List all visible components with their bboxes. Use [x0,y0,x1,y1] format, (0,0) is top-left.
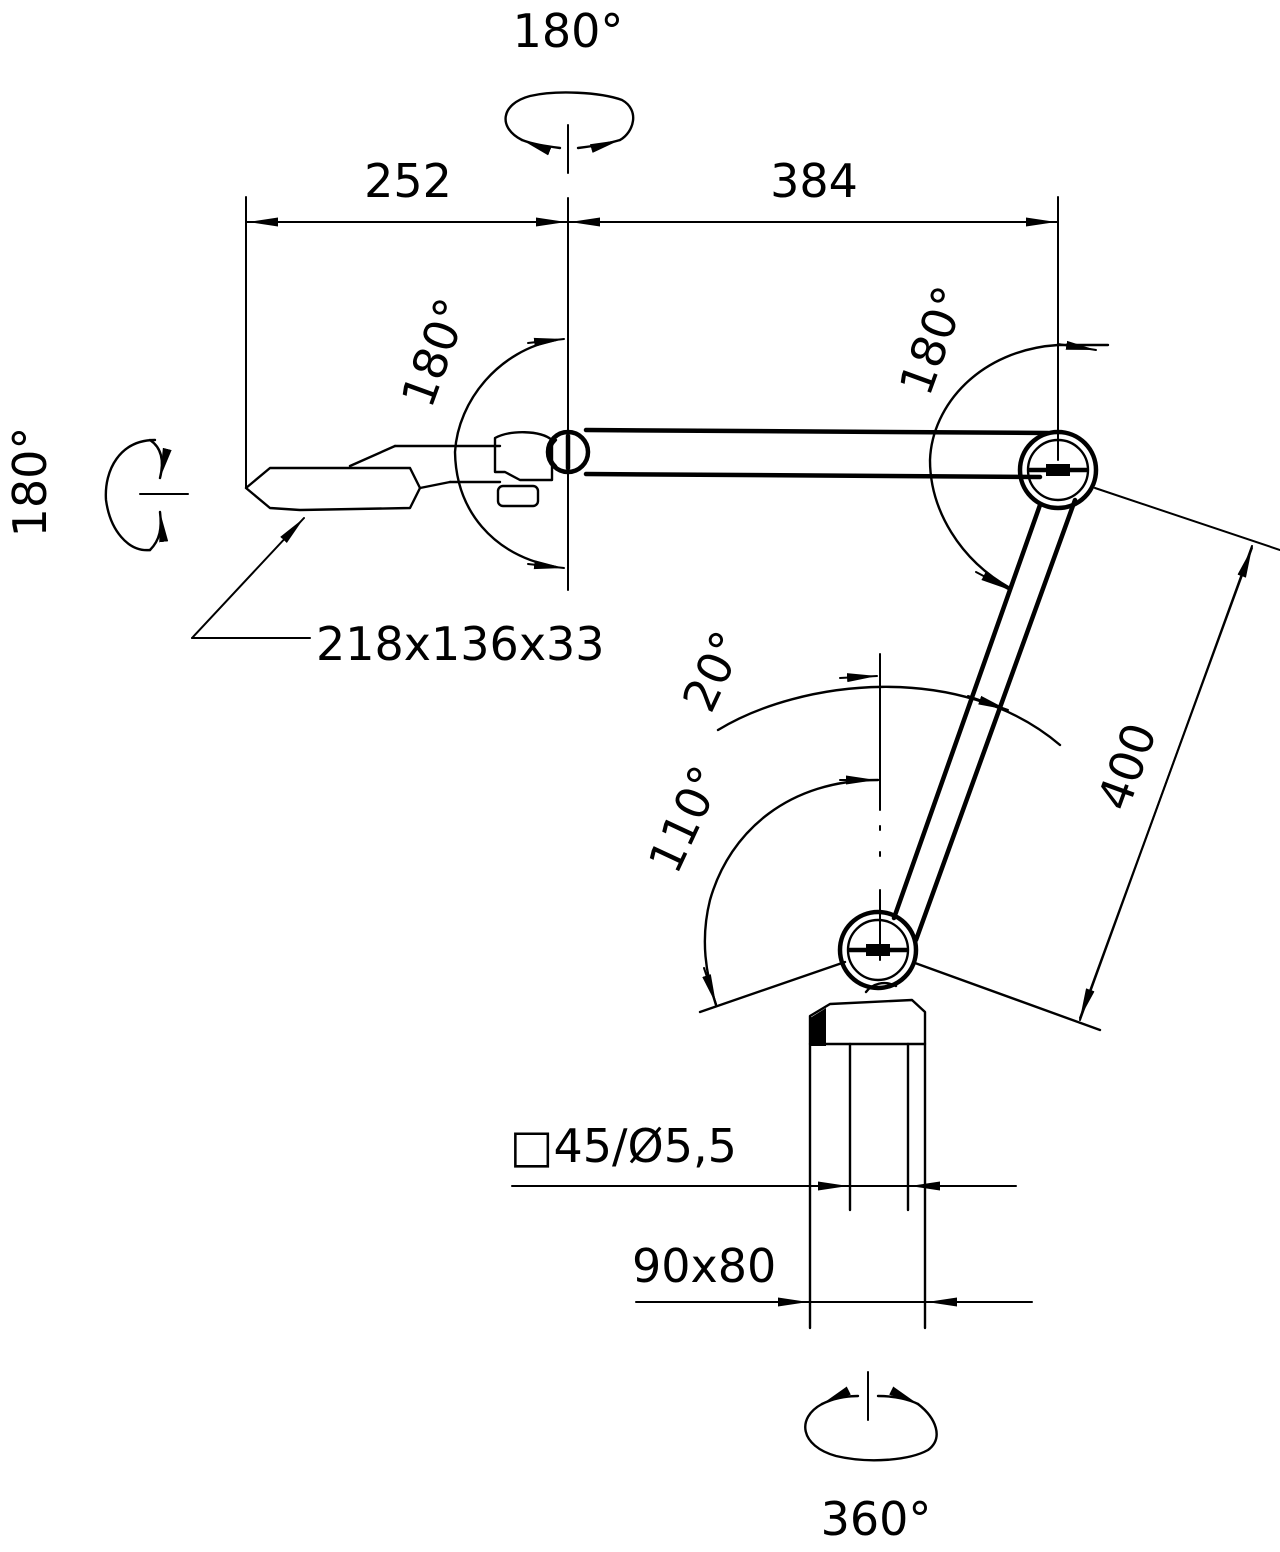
base-clamp [808,981,927,1330]
angle-20-label: 20° [672,623,755,720]
head-rotation-label: 180° [3,427,57,538]
bottom-joint [698,909,1102,1032]
dimension-left-label: 252 [364,154,452,208]
angle-110-arc [702,775,880,1007]
head-size-leader [191,517,311,639]
arm-dimension-label: 400 [1087,716,1168,817]
top-dimension [245,196,1059,591]
right-joint-swing [928,340,1110,591]
left-joint-swing [453,337,565,570]
lower-arm [891,497,1078,943]
angle-110-label: 110° [638,758,734,881]
angle-20-arc [716,673,1062,747]
arm-dimension [1079,487,1280,1021]
right-joint [1017,429,1099,511]
mount-label: □45/Ø5,5 [510,1119,737,1173]
left-joint-label: 180° [391,291,480,414]
top-rotation-symbol [504,91,635,174]
lamp-head [244,431,554,512]
right-joint-label: 180° [889,279,978,402]
bottom-rotation-symbol [804,1371,938,1462]
head-rotation-symbol [104,438,189,552]
head-size-label: 218x136x33 [316,617,605,671]
base-label: 90x80 [632,1239,776,1293]
upper-arm [583,427,1051,480]
left-joint [545,429,591,475]
dimension-right-label: 384 [770,154,858,208]
top-rotation-label: 180° [513,4,624,58]
bottom-rotation-label: 360° [821,1492,932,1546]
